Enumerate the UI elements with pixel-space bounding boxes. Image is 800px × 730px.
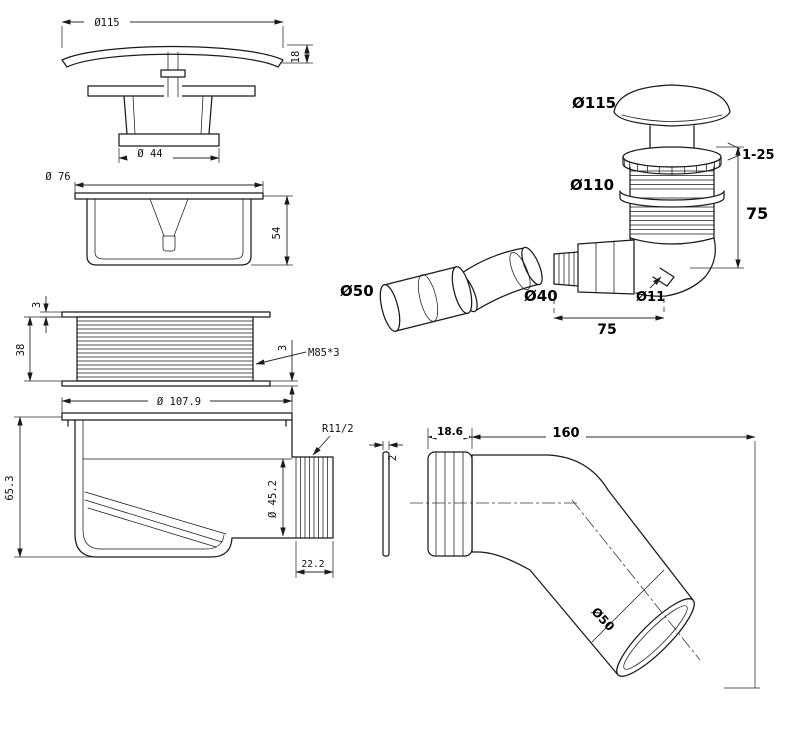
view-waste-cap-section: Ø115 18 Ø 44 — [61, 16, 313, 163]
label-assembly-dia40: Ø40 — [524, 287, 558, 305]
elbow-socket-step — [591, 569, 665, 643]
dim-elbow-length160: 160 — [471, 425, 760, 689]
dim-thread-height38: 38 — [15, 316, 77, 382]
assembly-threaded-barrel — [619, 166, 725, 245]
callout-assembly-dia11: Ø11 — [636, 276, 665, 305]
cup-outer-wall — [86, 198, 252, 266]
label-assembly-dia50: Ø50 — [340, 282, 374, 300]
dim-outlet-dia45-2: Ø 45.2 — [267, 458, 286, 537]
dim-cap-dia44-label: Ø 44 — [137, 148, 162, 160]
dim-thread-len22-2-label: 22.2 — [302, 559, 325, 570]
dim-outlet-dia45-2-label: Ø 45.2 — [267, 480, 279, 518]
cup-flange — [74, 192, 264, 200]
dim-cup-height54-label: 54 — [271, 227, 283, 240]
cap-screw-boss — [160, 69, 186, 78]
dim-elbow-nut18-6: 18.6 — [427, 425, 473, 449]
dim-cap-dia115-label: Ø115 — [94, 17, 119, 29]
dim-elbow-length160-label: 160 — [552, 426, 579, 441]
label-assembly-dia11: Ø11 — [636, 290, 665, 305]
dim-washer-bottom-3: 3 — [270, 340, 298, 402]
washer-bottom — [61, 380, 271, 387]
dim-washer-top-label: 3 — [31, 302, 43, 308]
dim-washer-top-3: 3 — [31, 296, 62, 333]
assembly-lower-body — [629, 237, 716, 297]
outlet-thread-lines — [295, 456, 328, 539]
dim-cup-dia76: Ø 76 — [38, 170, 264, 193]
view-locking-ring-section: 3 3 38 M85*3 — [15, 296, 340, 402]
view-outlet-elbow: 18.6 160 Ø50 — [410, 425, 760, 689]
dim-cap-dia44: Ø 44 — [118, 148, 220, 163]
dim-assembly-length75: 75 — [553, 290, 665, 338]
dim-thread-height38-label: 38 — [15, 344, 27, 357]
dim-cup-height54: 54 — [251, 195, 293, 266]
label-assembly-dia110: Ø110 — [570, 176, 614, 194]
elbow-centerline-angled — [571, 499, 701, 661]
assembly-compression-nut — [553, 239, 635, 295]
dim-assembly-adjust: 1-25 — [727, 142, 775, 163]
thread-ring-body — [76, 316, 254, 382]
dim-thread-len22-2: 22.2 — [295, 541, 334, 578]
view-body-cup-section: Ø 76 54 — [38, 170, 293, 266]
view-assembled-pictorial: Ø115 1-25 Ø110 75 Ø50 Ø40 Ø11 75 — [340, 84, 775, 338]
gasket-part: 2 — [369, 441, 403, 557]
dim-gasket-thk2-label: 2 — [387, 455, 399, 461]
dim-assembly-height75-label: 75 — [746, 204, 768, 223]
dim-washer-bottom-label: 3 — [277, 345, 289, 351]
washer-top — [61, 311, 271, 318]
assembly-cap — [613, 84, 731, 150]
dim-trap-height65-3: 65.3 — [4, 416, 97, 558]
dim-trap-height65-3-label: 65.3 — [4, 475, 16, 500]
callout-outlet-thread: R11/2 — [312, 423, 354, 456]
dim-trap-dia107-9-label: Ø 107.9 — [157, 396, 201, 408]
cap-stem — [118, 95, 220, 147]
cap-dome-shell — [61, 45, 284, 68]
dim-trap-dia107-9: Ø 107.9 — [61, 395, 293, 413]
callout-thread-spec: M85*3 — [255, 347, 340, 365]
dim-cap-height18-label: 18 — [290, 51, 302, 64]
assembly-flange-ring — [619, 190, 725, 208]
dim-cap-height18: 18 — [282, 44, 313, 64]
view-trap-body-section: Ø 107.9 R11/2 Ø 45.2 22.2 65.3 — [4, 395, 403, 578]
thread-spec-label: M85*3 — [308, 347, 340, 359]
elbow-end-face — [616, 598, 695, 677]
assembly-knurled-ring — [622, 146, 722, 175]
dim-cup-dia76-label: Ø 76 — [45, 171, 70, 183]
label-assembly-adjust-range: 1-25 — [742, 148, 775, 163]
dim-elbow-nut18-6-label: 18.6 — [437, 426, 463, 438]
elbow-nut — [427, 451, 473, 557]
trap-flange — [61, 412, 293, 421]
outlet-thread-label: R11/2 — [322, 423, 354, 435]
assembly-adapter50 — [379, 266, 473, 332]
cup-inner-funnel — [149, 198, 189, 237]
dim-cap-dia115: Ø115 — [61, 16, 284, 48]
trap-body-outline — [74, 419, 334, 558]
label-assembly-dia115: Ø115 — [572, 94, 616, 112]
dim-assembly-height75: 75 — [690, 146, 768, 269]
dim-assembly-length75-label: 75 — [597, 322, 616, 338]
